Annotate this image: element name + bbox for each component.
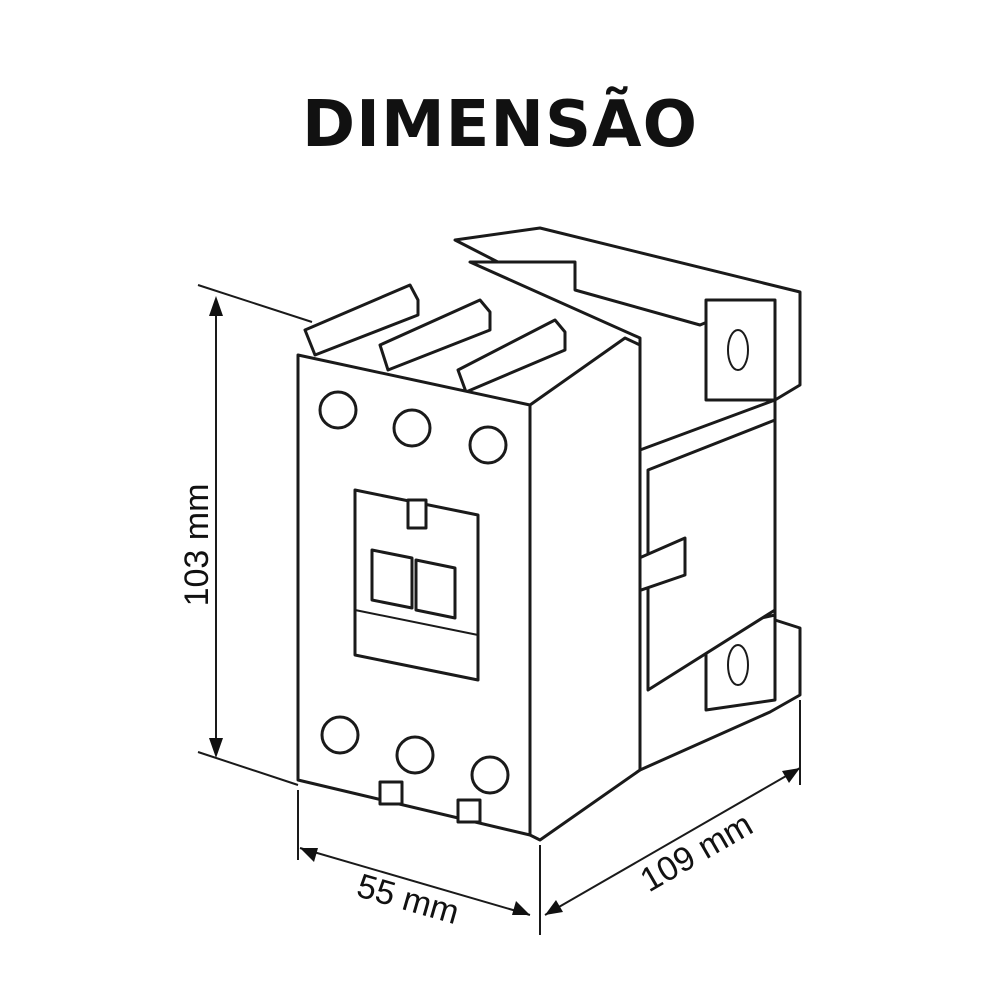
dimension-lines: [197, 284, 801, 935]
height-dimension-label: 103 mm: [178, 484, 216, 607]
page-title: DIMENSÃO: [302, 88, 698, 162]
width-dimension-label: 55 mm: [353, 867, 463, 932]
contactor-body: [296, 226, 802, 842]
